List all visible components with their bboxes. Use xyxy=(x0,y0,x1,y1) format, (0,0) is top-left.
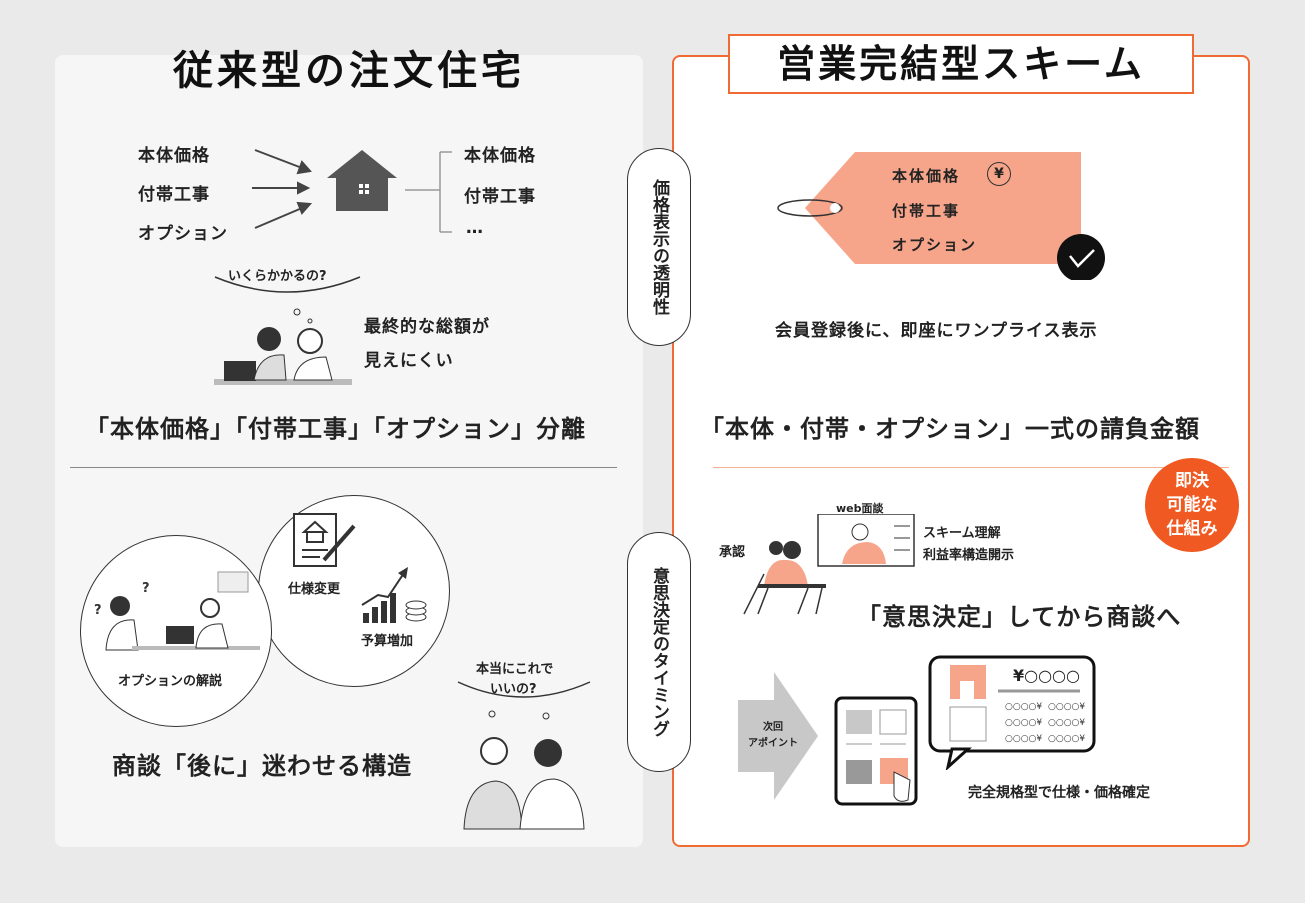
right-heading-contract-price: 「本体・付帯・オプション」一式の請負金額 xyxy=(700,415,1200,443)
left-right-item-ancillary: 付帯工事 xyxy=(464,187,536,207)
price-row-5: ○○○○¥ xyxy=(1005,734,1043,744)
house-icon xyxy=(327,150,397,211)
price-row-2: ○○○○¥ xyxy=(1048,702,1086,712)
price-tag-graphic xyxy=(777,152,1105,280)
left-right-item-ellipsis: … xyxy=(466,218,484,238)
left-heading-structure: 商談「後に」迷わせる構造 xyxy=(112,752,412,780)
right-caption-fixed-spec: 完全規格型で仕様・価格確定 xyxy=(968,785,1150,801)
worried-couple-illustration xyxy=(463,737,585,830)
thought-bubble2-line1: 本当にこれで xyxy=(476,662,554,677)
left-title: 従来型の注文住宅 xyxy=(173,48,525,94)
left-right-item-body-price: 本体価格 xyxy=(464,146,536,166)
tag-item-option: オプション xyxy=(892,236,978,254)
left-item-body-price: 本体価格 xyxy=(138,146,210,166)
right-title: 営業完結型スキーム xyxy=(728,34,1194,94)
svg-text:?: ? xyxy=(94,603,102,618)
budget-increase-label: 予算増加 xyxy=(361,634,414,649)
option-explain-label: オプションの解説 xyxy=(118,674,223,689)
tag-item-ancillary: 付帯工事 xyxy=(892,202,961,220)
instant-decision-badge: 即決 可能な 仕組み xyxy=(1145,458,1239,552)
left-divider xyxy=(70,467,617,468)
left-caption-line1: 最終的な総額が xyxy=(364,317,490,337)
next-appointment-label: 次回 アポイント xyxy=(744,720,802,752)
thought-bubble2-line2: いいの? xyxy=(490,682,537,697)
thought-bubble2-cloud xyxy=(457,681,591,720)
scheme-understanding-label: スキーム理解 xyxy=(923,526,1001,541)
arrows-to-house-diagram xyxy=(252,149,452,233)
tablet-selection-illustration xyxy=(834,696,918,806)
badge-line1: 即決 xyxy=(1175,471,1209,491)
price-row-4: ○○○○¥ xyxy=(1048,718,1086,728)
next-appointment-arrow-shape xyxy=(738,672,818,800)
next-label-line2: アポイント xyxy=(748,738,798,749)
spec-change-label: 仕様変更 xyxy=(288,582,341,597)
sales-meeting-illustration: ? ? xyxy=(94,571,260,651)
svg-text:?: ? xyxy=(142,581,150,596)
document-house-pen-icon xyxy=(293,513,356,567)
couple-laptop-illustration xyxy=(214,327,352,385)
price-speech-bubble xyxy=(928,655,1096,770)
tag-item-body-price: 本体価格 xyxy=(892,167,961,185)
badge-line3: 仕組み xyxy=(1166,519,1218,539)
thought-bubble-text: いくらかかるの? xyxy=(228,269,327,284)
pill-decision-timing: 意思決定のタイミング xyxy=(627,532,691,772)
price-row-1: ○○○○¥ xyxy=(1005,702,1043,712)
price-row-3: ○○○○¥ xyxy=(1005,718,1043,728)
badge-line2: 可能な xyxy=(1166,495,1218,515)
price-placeholder: ¥○○○○ xyxy=(1013,666,1080,685)
price-row-6: ○○○○¥ xyxy=(1048,734,1086,744)
profit-structure-label: 利益率構造開示 xyxy=(923,548,1015,563)
pill-price-transparency: 価格表示の透明性 xyxy=(627,148,691,346)
rising-chart-coins-icon xyxy=(361,567,427,623)
check-icon xyxy=(1057,234,1105,280)
right-caption-oneprice: 会員登録後に、即座にワンプライス表示 xyxy=(775,321,1098,341)
left-heading-separation: 「本体価格」「付帯工事」「オプション」分離 xyxy=(85,415,586,443)
left-item-ancillary: 付帯工事 xyxy=(138,185,210,205)
right-divider xyxy=(713,467,1229,468)
next-label-line1: 次回 xyxy=(763,722,783,733)
web-meeting-label: web面談 xyxy=(836,502,884,515)
left-item-option: オプション xyxy=(138,224,228,244)
approval-label: 承認 xyxy=(719,545,746,560)
thought-bubble-cloud xyxy=(214,276,361,324)
yen-icon: ¥ xyxy=(987,162,1011,186)
web-meeting-illustration xyxy=(743,514,915,615)
left-caption-line2: 見えにくい xyxy=(364,351,454,371)
right-heading-decision: 「意思決定」してから商談へ xyxy=(857,603,1182,631)
